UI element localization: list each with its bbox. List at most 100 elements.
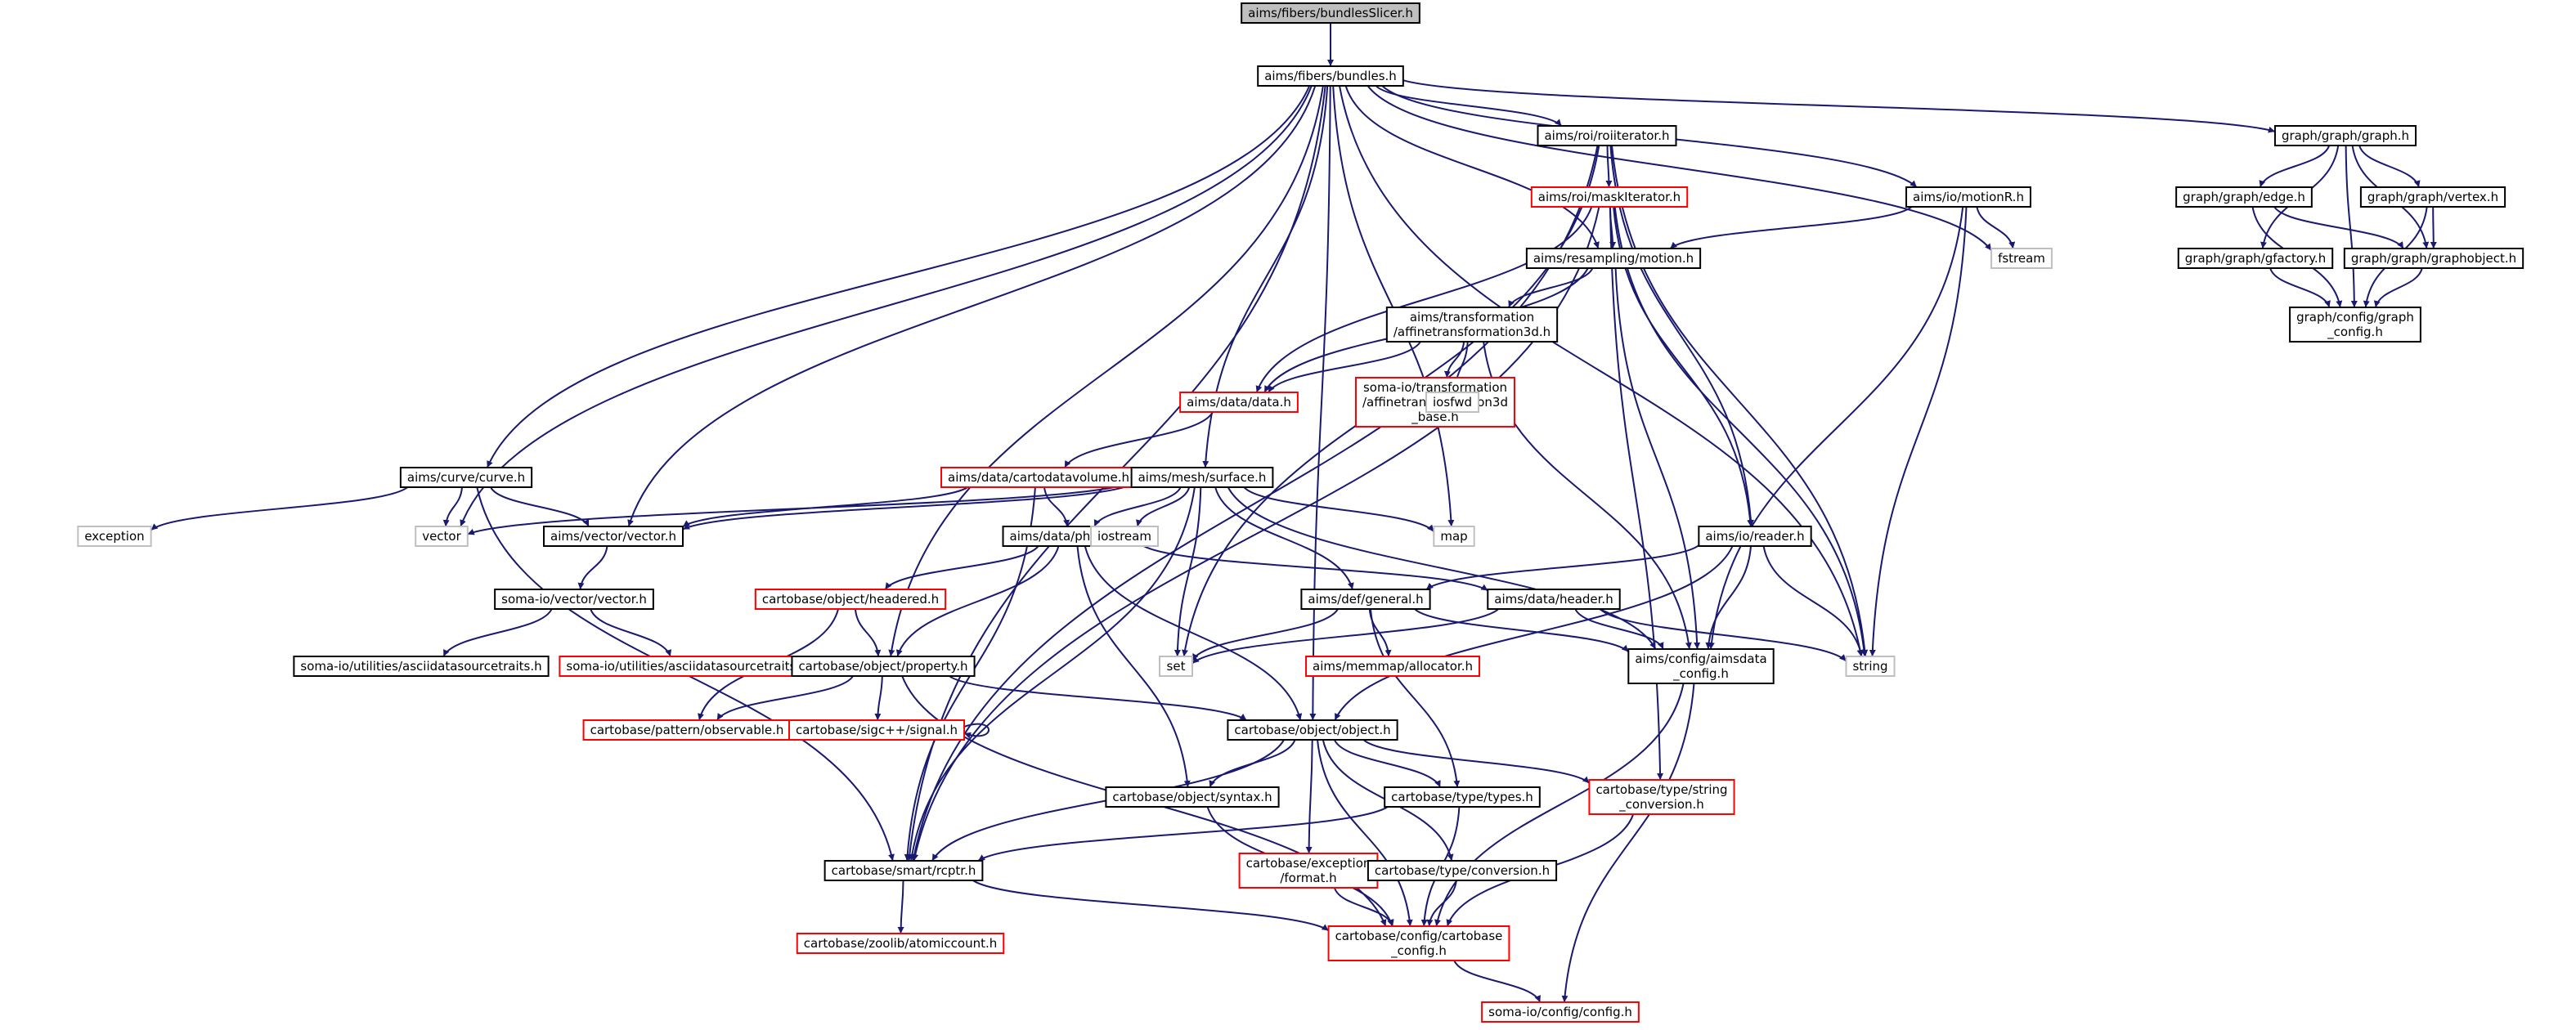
graph-node-aimsvector[interactable]: aims/vector/vector.h xyxy=(543,526,684,547)
edge-motionR-to-motion xyxy=(1669,206,1913,249)
graph-node-observable[interactable]: cartobase/pattern/observable.h xyxy=(582,719,792,741)
graph-node-maskiterator[interactable]: aims/roi/maskIterator.h xyxy=(1530,186,1689,208)
edge-surface-to-map xyxy=(1243,486,1435,532)
edge-motionR-to-fstream xyxy=(1976,206,2016,249)
graph-node-cbconfig[interactable]: cartobase/config/cartobase_config.h xyxy=(1327,925,1510,961)
node-box xyxy=(77,526,152,547)
node-label: cartobase/smart/rcptr.h xyxy=(832,863,976,878)
graph-node-asciids2[interactable]: soma-io/utilities/asciidatasourcetraits.… xyxy=(559,656,815,677)
graph-node-rcptr[interactable]: cartobase/smart/rcptr.h xyxy=(824,860,984,881)
node-box xyxy=(1241,2,1420,24)
edge-excformat-to-cbconfig xyxy=(1333,887,1394,927)
graph-node-data[interactable]: aims/data/data.h xyxy=(1179,392,1299,413)
node-label: soma-io/transformation xyxy=(1363,380,1507,395)
edge-motionR-to-aimsdataconfig xyxy=(1708,206,1964,650)
edge-header-to-set xyxy=(1192,608,1500,665)
graph-node-motionR[interactable]: aims/io/motionR.h xyxy=(1905,186,2031,208)
graph-node-asciids1[interactable]: soma-io/utilities/asciidatasourcetraits.… xyxy=(293,656,550,677)
edge-reader-to-string xyxy=(1762,545,1864,657)
edge-header-to-string xyxy=(1599,608,1847,662)
node-label: aims/roi/roiiterator.h xyxy=(1544,128,1669,143)
edge-object-to-excformat xyxy=(1305,739,1313,854)
node-label: aims/io/motionR.h xyxy=(1913,190,2024,204)
node-label: string xyxy=(1852,659,1887,674)
graph-node-reader[interactable]: aims/io/reader.h xyxy=(1698,526,1812,547)
node-label: aims/config/aimsdata xyxy=(1635,652,1766,666)
graph-node-syntax[interactable]: cartobase/object/syntax.h xyxy=(1105,786,1280,808)
edge-property-to-observable xyxy=(716,675,854,721)
edge-surface-to-pheader xyxy=(1093,486,1182,527)
graph-node-general[interactable]: aims/def/general.h xyxy=(1300,589,1431,610)
node-box xyxy=(1367,860,1558,881)
graph-node-set: set xyxy=(1159,656,1193,677)
node-label: cartobase/pattern/observable.h xyxy=(590,723,784,737)
edge-surface-to-set xyxy=(1174,486,1202,657)
graph-node-property[interactable]: cartobase/object/property.h xyxy=(791,656,976,677)
graph-node-headered[interactable]: cartobase/object/headered.h xyxy=(754,589,947,610)
node-label: _config.h xyxy=(2327,325,2383,340)
edge-somavector-to-asciids1 xyxy=(442,608,553,657)
edge-curve-to-vector xyxy=(442,486,463,527)
edge-property-to-object xyxy=(949,675,1247,721)
node-box xyxy=(1525,248,1702,269)
node-box xyxy=(1487,589,1621,610)
edge-reader-to-general xyxy=(1425,544,1699,590)
edge-curve-to-aimsvector xyxy=(490,486,590,527)
node-label: cartobase/type/string xyxy=(1595,782,1727,797)
graph-node-atomiccount[interactable]: cartobase/zoolib/atomiccount.h xyxy=(796,933,1005,954)
edge-rcptr-to-atomiccount xyxy=(897,880,904,934)
graph-node-string: string xyxy=(1845,656,1896,677)
node-box xyxy=(796,933,1005,954)
graph-node-stringconv[interactable]: cartobase/type/string_conversion.h xyxy=(1588,779,1735,815)
graph-node-curve[interactable]: aims/curve/curve.h xyxy=(399,467,533,488)
edge-motion-to-aimsdataconfig xyxy=(1614,267,1701,650)
node-label: soma-io/vector/vector.h xyxy=(501,592,647,607)
edge-bundles-to-curve xyxy=(486,85,1311,468)
graph-node-signal[interactable]: cartobase/sigc++/signal.h xyxy=(788,719,966,741)
graph-node-graphobject[interactable]: graph/graph/graphobject.h xyxy=(2343,248,2524,269)
graph-node-somavector[interactable]: soma-io/vector/vector.h xyxy=(494,589,654,610)
node-label: exception xyxy=(84,529,144,544)
graph-node-edge[interactable]: graph/graph/edge.h xyxy=(2175,186,2313,208)
node-box xyxy=(1588,779,1735,815)
edge-pheader-to-header xyxy=(1142,544,1488,592)
graph-node-somaconfig[interactable]: soma-io/config/config.h xyxy=(1481,1001,1640,1023)
graph-node-vertex[interactable]: graph/graph/vertex.h xyxy=(2359,186,2506,208)
node-box xyxy=(824,860,984,881)
node-box xyxy=(1698,526,1812,547)
node-label: _conversion.h xyxy=(1618,797,1704,813)
graph-node-excformat[interactable]: cartobase/exception/format.h xyxy=(1238,853,1379,889)
node-box xyxy=(293,656,550,677)
node-box xyxy=(1130,467,1274,488)
edge-cartodatavolume-to-pheader xyxy=(1043,486,1070,527)
graph-node-exception: exception xyxy=(77,526,152,547)
node-box xyxy=(1327,925,1510,961)
edge-cbconfig-to-somaconfig xyxy=(1453,960,1542,1003)
node-label: soma-io/config/config.h xyxy=(1488,1005,1632,1019)
graph-node-motion[interactable]: aims/resampling/motion.h xyxy=(1525,248,1702,269)
graph-node-bundlesslicer[interactable]: aims/fibers/bundlesSlicer.h xyxy=(1241,2,1420,24)
graph-node-header[interactable]: aims/data/header.h xyxy=(1487,589,1621,610)
node-box xyxy=(1845,656,1896,677)
edge-surface-to-iostream xyxy=(1136,486,1191,527)
edge-object-to-cbconfig xyxy=(1317,739,1413,927)
graph-node-cartodatavolume[interactable]: aims/data/cartodatavolume.h xyxy=(940,467,1137,488)
graph-node-object[interactable]: cartobase/object/object.h xyxy=(1227,719,1398,741)
graph-node-graph[interactable]: graph/graph/graph.h xyxy=(2273,125,2417,146)
graph-node-bundles[interactable]: aims/fibers/bundles.h xyxy=(1257,65,1404,87)
graph-node-roiiterator[interactable]: aims/roi/roiiterator.h xyxy=(1537,125,1677,146)
edge-graph-to-vertex xyxy=(2358,145,2421,188)
nodes-layer: aims/fibers/bundlesSlicer.h aims/fibers/b… xyxy=(77,2,2524,1023)
graph-node-types[interactable]: cartobase/type/types.h xyxy=(1384,786,1541,808)
graph-node-allocator[interactable]: aims/memmap/allocator.h xyxy=(1305,656,1480,677)
node-label: map xyxy=(1440,529,1467,544)
graph-node-aimsdataconfig[interactable]: aims/config/aimsdata_config.h xyxy=(1627,648,1775,684)
graph-node-surface[interactable]: aims/mesh/surface.h xyxy=(1130,467,1274,488)
graph-node-vector: vector xyxy=(415,526,469,547)
edge-reader-to-object xyxy=(1334,545,1734,721)
graph-node-conversion[interactable]: cartobase/type/conversion.h xyxy=(1367,860,1558,881)
graph-node-gfactory[interactable]: graph/graph/gfactory.h xyxy=(2177,248,2334,269)
graph-node-affine[interactable]: aims/transformation/affinetransformation… xyxy=(1385,307,1559,343)
graph-node-graphconfig[interactable]: graph/config/graph_config.h xyxy=(2289,307,2421,343)
